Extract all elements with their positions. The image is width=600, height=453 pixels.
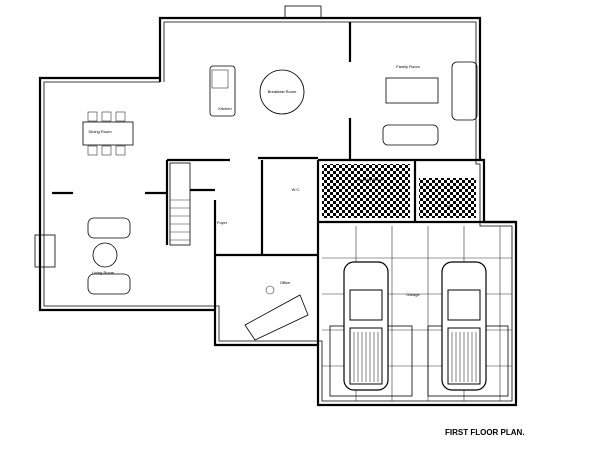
- plan-title: FIRST FLOOR PLAN.: [445, 428, 525, 437]
- car-left: [343, 261, 389, 391]
- label-breakfast-room: Breakfast Room: [268, 89, 297, 94]
- label-laundry-room: Laundry Room: [357, 177, 384, 182]
- label-living-room: Living Room: [92, 270, 115, 275]
- exterior-walls: [38, 16, 518, 407]
- label-kitchen: Kitchen: [218, 106, 231, 111]
- office-desk: [244, 285, 309, 341]
- living-sofas: [87, 217, 131, 295]
- label-garage: Garage: [406, 292, 420, 297]
- car-right: [441, 261, 487, 391]
- label-office: Office: [280, 280, 291, 285]
- label-wc: W.C.: [292, 187, 301, 192]
- family-furniture: [382, 61, 478, 146]
- label-dining-room: Dining Room: [88, 129, 112, 134]
- laundry-floor: [322, 164, 410, 218]
- breakfast-table: [259, 69, 305, 115]
- mud-floor: [419, 178, 476, 218]
- dining-table: [82, 111, 134, 156]
- interior-walls: [52, 5, 516, 345]
- label-mud: Mud: [444, 203, 452, 208]
- fireplace: [34, 234, 56, 268]
- label-foyer: Foyer: [217, 220, 228, 225]
- label-family-room: Family Room: [396, 64, 420, 69]
- room-labels: Dining Room Living Room Kitchen Breakfas…: [88, 64, 451, 297]
- stairs: [169, 162, 191, 246]
- kitchen-island: [209, 65, 236, 117]
